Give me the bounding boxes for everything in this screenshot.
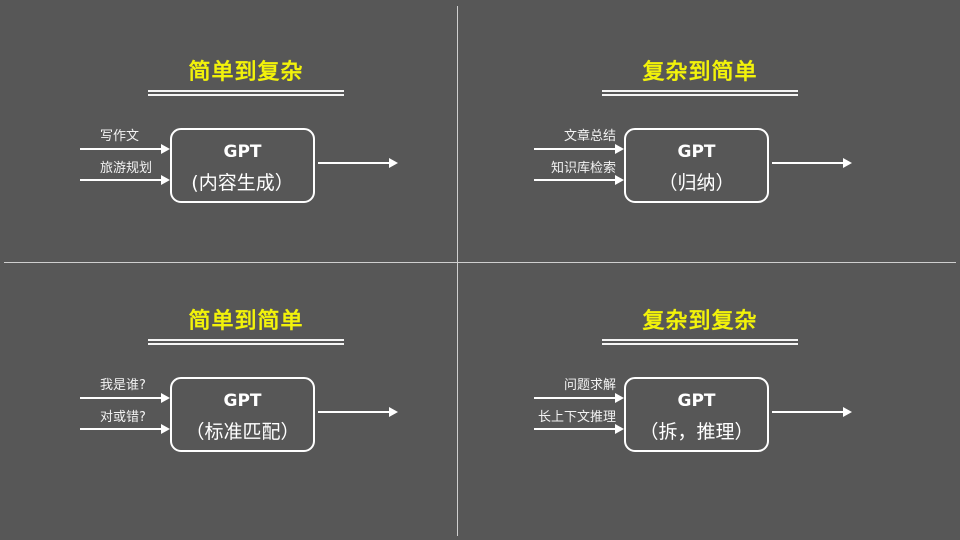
input-arrow — [534, 424, 624, 434]
quadrant-complex-to-complex: 复杂到复杂 问题求解 长上下文推理 GPT （拆，推理） — [454, 249, 914, 509]
gpt-subtitle: （拆，推理） — [639, 421, 754, 443]
input-arrow — [80, 144, 170, 154]
vertical-divider — [457, 6, 458, 536]
title-underline — [148, 339, 344, 345]
title-underline — [602, 339, 798, 345]
output-arrow — [772, 158, 852, 168]
output-arrow — [772, 407, 852, 417]
quadrant-title: 简单到简单 — [188, 309, 304, 334]
output-arrow — [318, 407, 398, 417]
input-label: 对或错? — [100, 410, 146, 425]
gpt-label: GPT — [223, 142, 262, 162]
quadrant-complex-to-simple: 复杂到简单 文章总结 知识库检索 GPT （归纳） — [454, 0, 914, 260]
title-underline — [602, 90, 798, 96]
input-label: 写作文 — [100, 129, 140, 144]
gpt-label: GPT — [223, 391, 262, 411]
horizontal-divider — [4, 262, 956, 263]
input-arrow — [80, 424, 170, 434]
gpt-subtitle: (内容生成） — [191, 172, 294, 194]
gpt-box: GPT (内容生成） — [170, 128, 315, 203]
input-label: 我是谁? — [100, 378, 146, 393]
input-label: 文章总结 — [563, 129, 616, 144]
output-arrow — [318, 158, 398, 168]
input-label: 问题求解 — [563, 378, 616, 393]
input-arrow — [80, 393, 170, 403]
gpt-box: GPT （归纳） — [624, 128, 769, 203]
quadrant-title: 简单到复杂 — [188, 60, 304, 85]
quadrant-simple-to-complex: 简单到复杂 写作文 旅游规划 GPT (内容生成） — [0, 0, 460, 260]
input-label: 长上下文推理 — [537, 410, 616, 425]
title-underline — [148, 90, 344, 96]
quadrant-simple-to-simple: 简单到简单 我是谁? 对或错? GPT （标准匹配） — [0, 249, 460, 509]
input-label: 旅游规划 — [100, 161, 153, 176]
gpt-box: GPT （拆，推理） — [624, 377, 769, 452]
gpt-subtitle: （标准匹配） — [185, 421, 300, 443]
quadrant-title: 复杂到复杂 — [642, 309, 758, 334]
input-arrow — [534, 175, 624, 185]
gpt-label: GPT — [677, 391, 716, 411]
input-arrow — [534, 393, 624, 403]
quadrant-title: 复杂到简单 — [642, 60, 758, 85]
gpt-box: GPT （标准匹配） — [170, 377, 315, 452]
input-label: 知识库检索 — [550, 161, 616, 176]
input-arrow — [534, 144, 624, 154]
gpt-subtitle: （归纳） — [658, 172, 735, 194]
gpt-label: GPT — [677, 142, 716, 162]
input-arrow — [80, 175, 170, 185]
